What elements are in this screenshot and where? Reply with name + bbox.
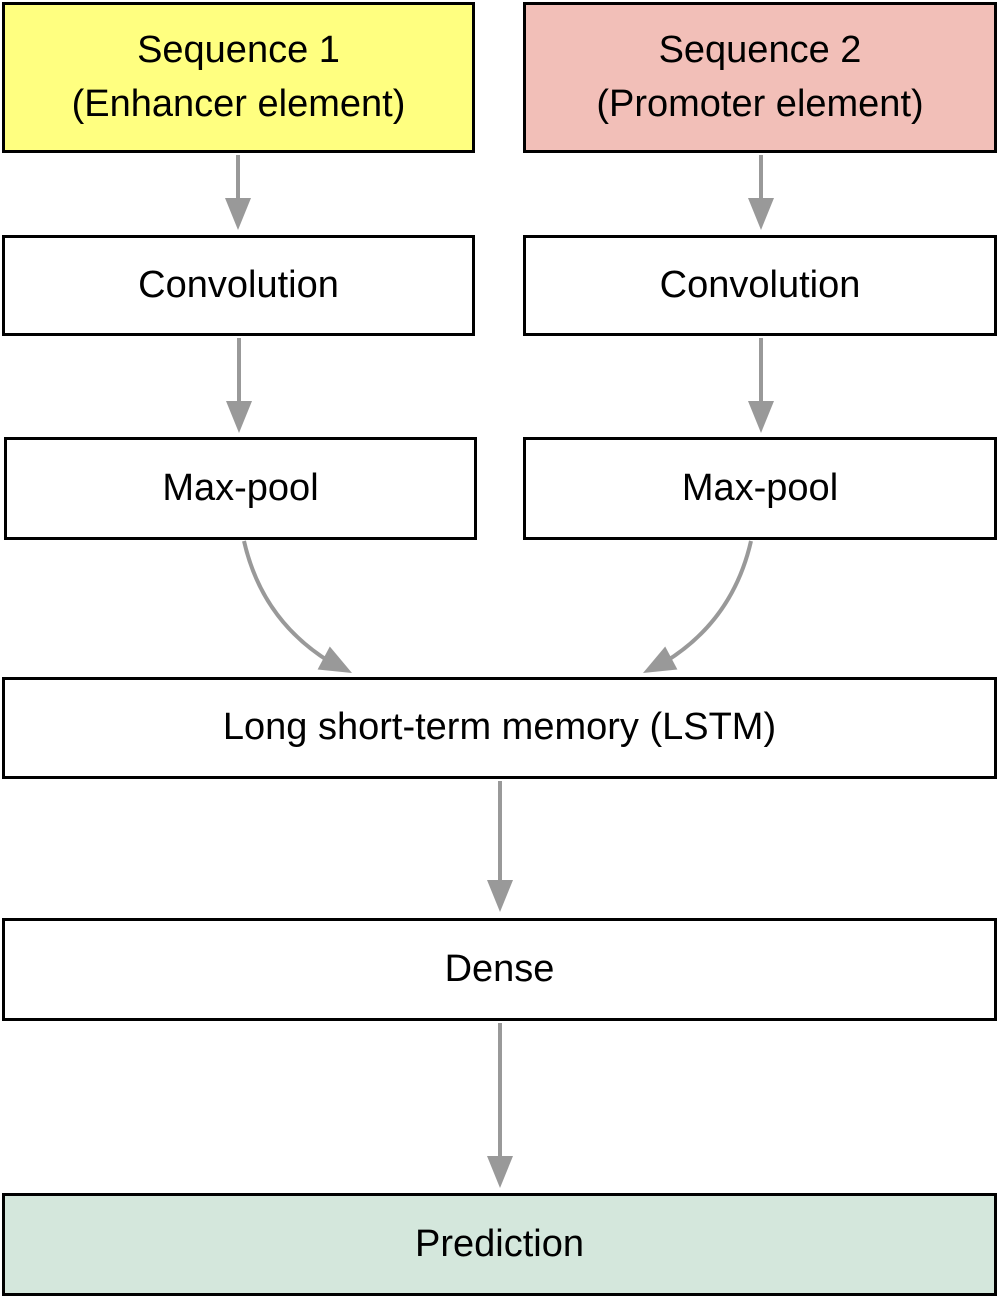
max-pool-node-left: Max-pool [4, 437, 477, 540]
lstm-label: Long short-term memory (LSTM) [222, 706, 777, 749]
arrow-pool1-lstm [242, 540, 352, 673]
arrow-head [748, 198, 774, 230]
sequence-1-enhancer-node: Sequence 1 (Enhancer element) [2, 2, 475, 153]
convolution-label-left: Convolution [138, 263, 339, 306]
max-pool-label-left: Max-pool [162, 466, 319, 509]
arrow-pool2-lstm [643, 540, 753, 673]
arrow-head [487, 1156, 513, 1188]
convolution-node-left: Convolution [2, 235, 475, 336]
prediction-label: Prediction [415, 1222, 584, 1265]
arrow-seq1-conv1 [225, 155, 251, 230]
arrow-dense-prediction [487, 1023, 513, 1188]
lstm-node: Long short-term memory (LSTM) [2, 677, 997, 779]
arrow-head [643, 646, 678, 673]
sequence-2-promoter-node: Sequence 2 (Promoter element) [523, 2, 997, 153]
sequence-1-subtitle: (Enhancer element) [71, 82, 406, 125]
arrow-shaft [663, 540, 753, 664]
arrow-seq2-conv2 [748, 155, 774, 230]
sequence-1-title: Sequence 1 [137, 29, 340, 72]
max-pool-node-right: Max-pool [523, 437, 997, 540]
prediction-node: Prediction [2, 1193, 997, 1296]
arrow-head [317, 646, 352, 673]
convolution-node-right: Convolution [523, 235, 997, 336]
dense-node: Dense [2, 918, 997, 1021]
arrow-conv1-pool1 [226, 338, 252, 433]
arrow-head [748, 401, 774, 433]
arrow-shaft [242, 540, 332, 664]
arrow-lstm-dense [487, 781, 513, 912]
sequence-2-title: Sequence 2 [658, 29, 862, 72]
arrow-conv2-pool2 [748, 338, 774, 433]
sequence-2-subtitle: (Promoter element) [596, 82, 924, 125]
arrow-head [487, 880, 513, 912]
max-pool-label-right: Max-pool [681, 466, 839, 509]
arrow-head [226, 401, 252, 433]
dense-label: Dense [444, 947, 555, 990]
arrow-head [225, 198, 251, 230]
convolution-label-right: Convolution [659, 263, 861, 306]
